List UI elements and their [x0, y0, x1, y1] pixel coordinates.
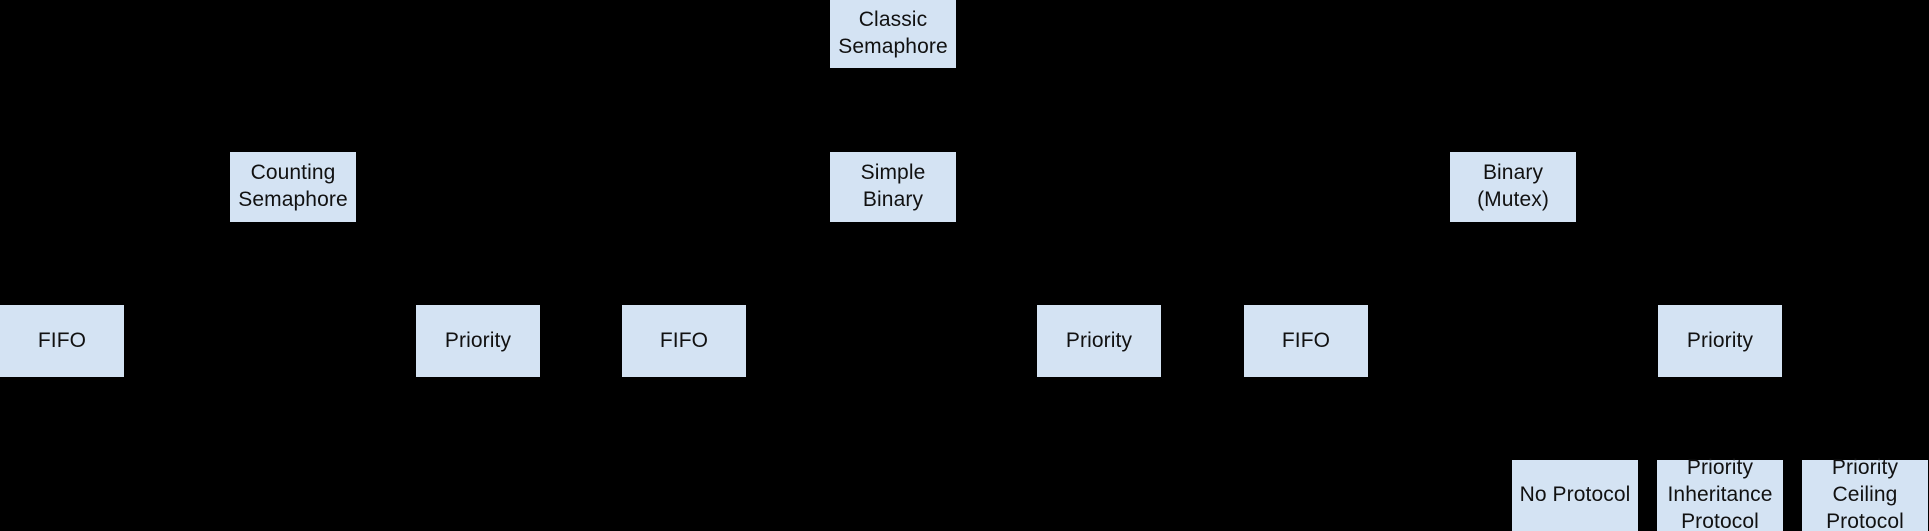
node-mutex-fifo[interactable]: FIFO	[1244, 305, 1368, 377]
node-binary-mutex[interactable]: Binary (Mutex)	[1450, 152, 1576, 222]
node-simple-binary[interactable]: Simple Binary	[830, 152, 956, 222]
node-simple-binary-fifo[interactable]: FIFO	[622, 305, 746, 377]
node-counting-fifo[interactable]: FIFO	[0, 305, 124, 377]
node-no-protocol[interactable]: No Protocol	[1512, 460, 1638, 531]
node-counting-priority[interactable]: Priority	[416, 305, 540, 377]
node-simple-binary-priority[interactable]: Priority	[1037, 305, 1161, 377]
node-priority-inheritance-protocol[interactable]: Priority Inheritance Protocol	[1657, 456, 1783, 531]
node-mutex-priority[interactable]: Priority	[1658, 305, 1782, 377]
node-classic-semaphore[interactable]: Classic Semaphore	[830, 0, 956, 68]
node-counting-semaphore[interactable]: Counting Semaphore	[230, 152, 356, 222]
node-priority-ceiling-protocol[interactable]: Priority Ceiling Protocol	[1802, 456, 1928, 531]
